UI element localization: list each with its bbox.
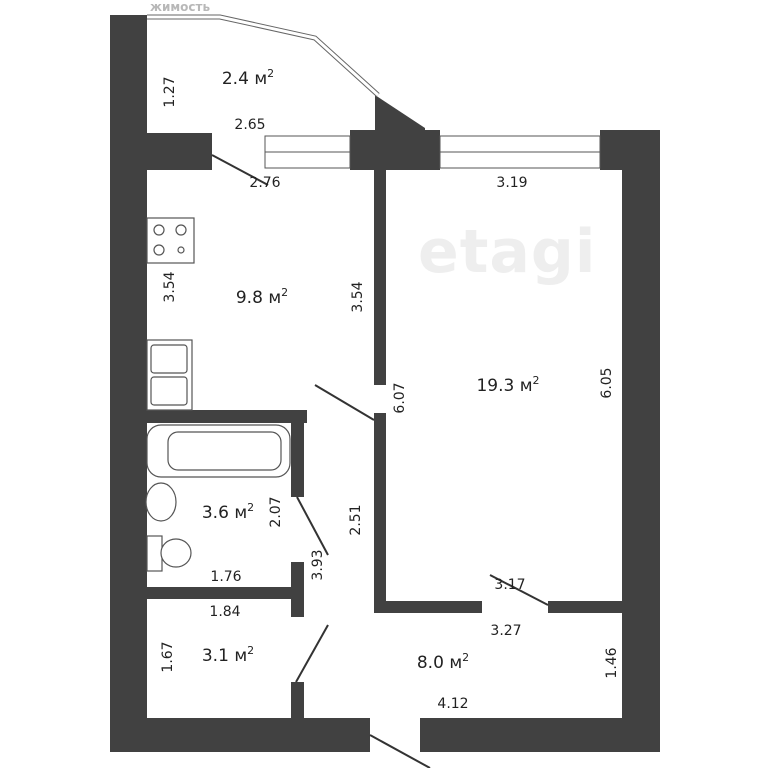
room-area-small: 3.1 м2 bbox=[201, 644, 255, 666]
fixtures bbox=[145, 217, 291, 572]
dim-balcony-height: 1.27 bbox=[162, 76, 178, 108]
dim-room-bottom: 3.17 bbox=[494, 577, 526, 593]
dim-corridor-length: 3.93 bbox=[310, 549, 326, 581]
dim-kitchen-width: 2.76 bbox=[249, 175, 281, 191]
doors bbox=[211, 154, 549, 768]
dim-hall-bottom: 4.12 bbox=[437, 696, 469, 712]
dim-room-width: 3.19 bbox=[496, 175, 528, 191]
dim-hall-top: 3.27 bbox=[490, 623, 522, 639]
outer-wall-bottom-right bbox=[420, 718, 660, 752]
room-area-living: 19.3 м2 bbox=[476, 374, 540, 396]
room-area-kitchen: 9.8 м2 bbox=[235, 286, 289, 308]
top-wall-right bbox=[600, 130, 660, 170]
outer-wall-left bbox=[110, 15, 147, 752]
toilet-icon bbox=[146, 535, 163, 572]
watermark-top: жимость bbox=[150, 0, 211, 14]
dim-small-height: 1.67 bbox=[160, 641, 176, 673]
kitchen-top-wall bbox=[110, 133, 212, 170]
bath-right-wall-upper bbox=[291, 410, 304, 497]
bath-right-wall-lower bbox=[291, 562, 304, 617]
small-room-right-wall bbox=[291, 682, 304, 718]
room-area-bathroom: 3.6 м2 bbox=[201, 501, 255, 523]
room-left-wall-upper bbox=[374, 170, 386, 385]
stove-icon bbox=[146, 217, 195, 264]
top-wall-middle bbox=[350, 130, 440, 170]
room-bottom-wall-right bbox=[548, 601, 622, 613]
room-left-wall-lower bbox=[374, 413, 386, 613]
dim-corridor-height: 2.51 bbox=[348, 504, 364, 536]
outer-wall-right bbox=[622, 130, 660, 752]
dim-room-left: 6.07 bbox=[392, 382, 408, 414]
room-area-balcony: 2.4 м2 bbox=[221, 67, 275, 89]
washbasin-icon bbox=[145, 482, 177, 522]
bath-top-wall bbox=[147, 410, 307, 423]
watermark: etagi bbox=[418, 217, 597, 287]
dim-small-width: 1.84 bbox=[209, 604, 241, 620]
dim-balcony-width: 2.65 bbox=[234, 117, 266, 133]
room-area-hallway: 8.0 м2 bbox=[416, 651, 470, 673]
dim-kitchen-left: 3.54 bbox=[162, 271, 178, 303]
dim-room-right: 6.05 bbox=[599, 367, 615, 399]
outer-wall-bottom-left bbox=[110, 718, 370, 752]
dim-bath-height: 2.07 bbox=[268, 496, 284, 528]
balcony-corner-wall bbox=[375, 95, 425, 133]
bath-bottom-wall bbox=[147, 587, 296, 599]
walls bbox=[110, 15, 660, 752]
windows bbox=[147, 14, 601, 169]
room-bottom-wall-left bbox=[374, 601, 482, 613]
dim-kitchen-right: 3.54 bbox=[350, 281, 366, 313]
dim-bath-width: 1.76 bbox=[210, 569, 242, 585]
dim-hall-right: 1.46 bbox=[604, 647, 620, 679]
